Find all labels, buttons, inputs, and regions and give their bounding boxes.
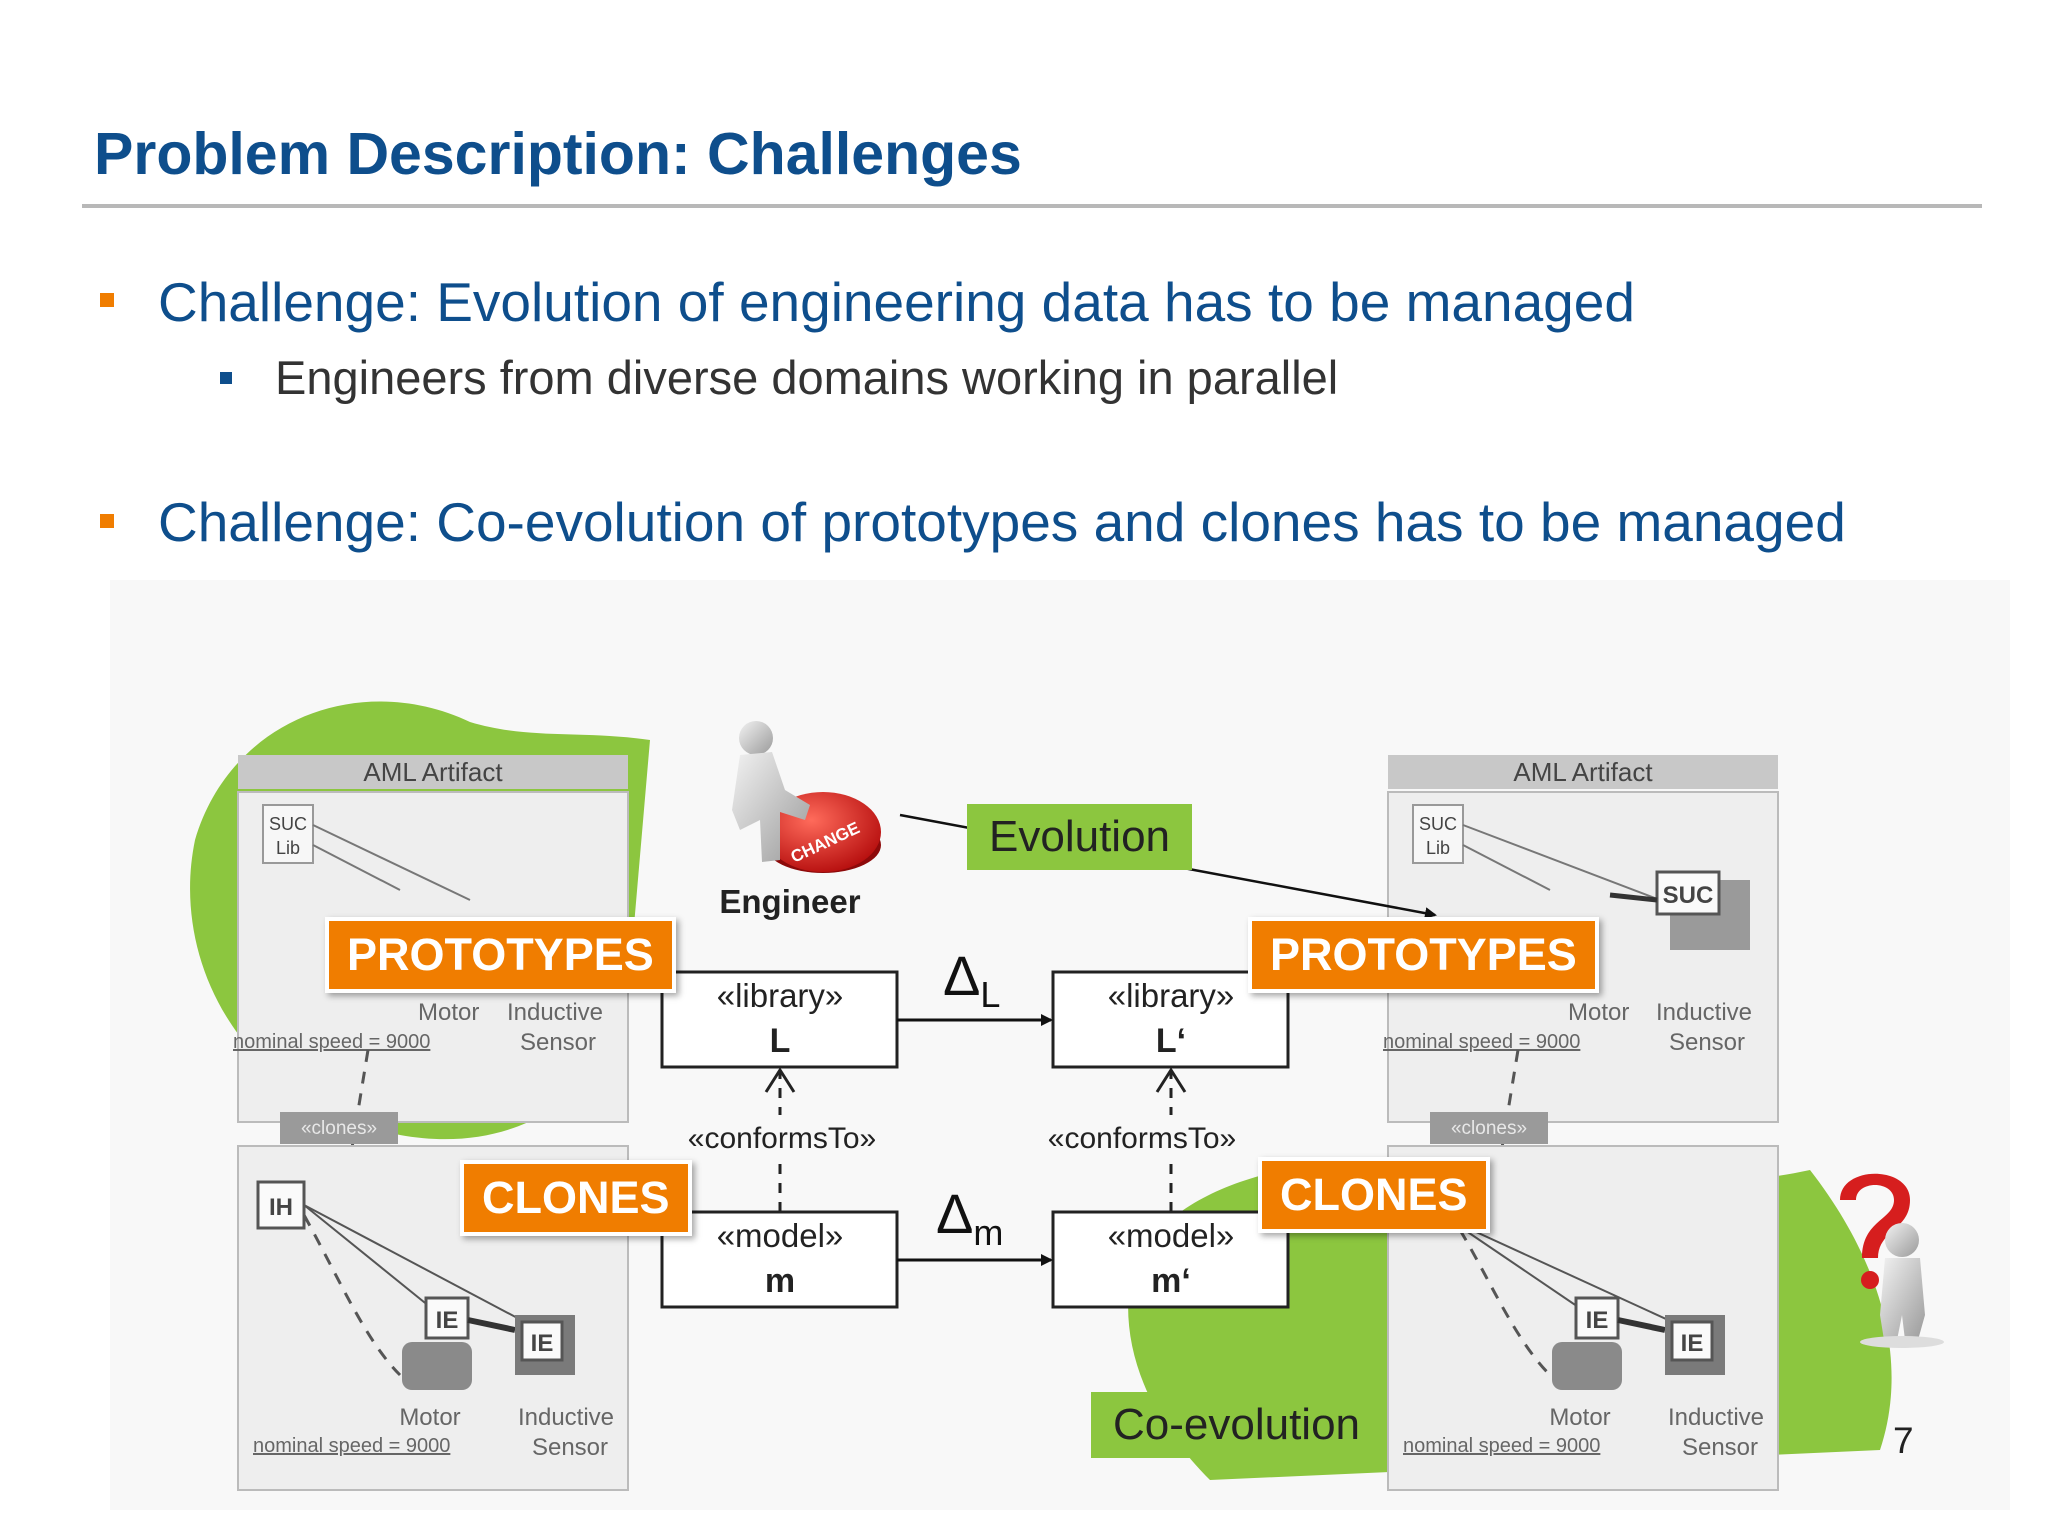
diagram-motor: Motor — [1549, 1404, 1610, 1431]
suc-box — [1655, 870, 1721, 916]
diagram-ie: IE — [1586, 1307, 1609, 1334]
diagram-model-m: m — [765, 1262, 795, 1300]
sub-bullet-engineers: Engineers from diverse domains working i… — [275, 351, 1339, 404]
artifact-header-label: AML Artifact — [363, 757, 503, 787]
diagram-model-stereotype: «model» — [1108, 1217, 1235, 1254]
inductive-label: Inductive — [507, 999, 603, 1026]
engineer-icon: CHANGE — [732, 721, 881, 873]
delta-L-label: ΔL — [943, 944, 1000, 1015]
sub-bullet-marker — [220, 372, 232, 384]
ie-box-motor — [424, 1296, 470, 1340]
conforms-to-label-left: «conformsTo» — [688, 1122, 876, 1155]
diagram-library-stereotype: «library» — [1108, 977, 1235, 1014]
diagram-ie: IE — [436, 1307, 459, 1334]
diagram-sensor: Sensor — [1682, 1434, 1758, 1461]
clones-stereotype-tag — [280, 1112, 398, 1144]
diagram-delta: Δ — [943, 944, 980, 1007]
prototypes-tag-right: PROTOTYPES — [1248, 917, 1599, 993]
delta-m-label: Δm — [936, 1182, 1003, 1253]
diagram-model-stereotype: «model» — [717, 1217, 844, 1254]
diagram-clones-stereotype: «clones» — [1451, 1118, 1527, 1139]
diagram-motor: Motor — [399, 1404, 460, 1431]
motor-label: Motor — [418, 999, 479, 1026]
bullet-challenge-evolution: Challenge: Evolution of engineering data… — [158, 271, 1635, 333]
page-number: 7 — [1893, 1420, 1914, 1461]
model-m-box — [660, 1210, 899, 1309]
diagram-ie: IE — [531, 1330, 554, 1357]
diagram-delta: Δ — [936, 1182, 973, 1245]
diagram-library-stereotype: «library» — [717, 977, 844, 1014]
evolution-label: Evolution — [967, 804, 1193, 870]
bullet-challenge-coevolution: Challenge: Co-evolution of prototypes an… — [158, 491, 1846, 553]
diagram-suc-lib-1: Lib — [1426, 838, 1450, 858]
conforms-to-label-right: «conformsTo» — [1048, 1122, 1236, 1155]
diagram-ie: IE — [1681, 1330, 1704, 1357]
diagram-motor: Motor — [1568, 999, 1629, 1026]
artifact-header-bar — [238, 755, 628, 789]
diagram-sensor: Sensor — [1669, 1029, 1745, 1056]
diagram-artifact-header: AML Artifact — [1513, 757, 1653, 787]
diagram-clones-stereotype: «clones» — [301, 1118, 377, 1139]
diagram-inductive: Inductive — [1668, 1404, 1764, 1431]
coevolution-label: Co-evolution — [1091, 1392, 1383, 1458]
diagram-suc: SUC — [1663, 882, 1714, 909]
title-divider — [82, 204, 1982, 208]
diagram-nominal-speed: nominal speed = 9000 — [1403, 1435, 1600, 1457]
diagram-model-m2: m‘ — [1151, 1262, 1191, 1300]
motor-graphic — [402, 1342, 472, 1390]
diagram-inductive: Inductive — [1656, 999, 1752, 1026]
nominal-speed-label: nominal speed = 9000 — [233, 1031, 430, 1053]
clones-tag-right: CLONES — [1258, 1157, 1490, 1233]
coevolution-diagram: AML Artifact SUC Lib Motor nominal speed… — [110, 580, 2010, 1510]
diagram-nominal-speed: nominal speed = 9000 — [253, 1435, 450, 1457]
diagram-ih: IH — [269, 1194, 293, 1221]
diagram-nominal-speed: nominal speed = 9000 — [1383, 1031, 1580, 1053]
diagram-suc-lib-0: SUC — [269, 814, 307, 834]
suc-lib-box — [262, 804, 314, 864]
question-figure-icon — [1840, 1173, 1944, 1348]
diagram-inductive: Inductive — [518, 1404, 614, 1431]
ie-box-sensor — [520, 1320, 564, 1362]
model-m-prime-box — [1051, 1210, 1290, 1309]
diagram-suc-lib-1: Lib — [276, 838, 300, 858]
diagram-delta-m-sub: m — [973, 1212, 1003, 1253]
diagram-delta-L-sub: L — [980, 974, 1000, 1015]
diagram-suc-lib-0: SUC — [1419, 814, 1457, 834]
library-L-box — [660, 970, 899, 1069]
engineer-label: Engineer — [719, 883, 860, 920]
clones-tag-left: CLONES — [460, 1160, 692, 1236]
diagram-sensor: Sensor — [532, 1434, 608, 1461]
bullet-marker — [100, 293, 114, 307]
slide-title: Problem Description: Challenges — [94, 121, 1022, 187]
sensor-label: Sensor — [520, 1029, 596, 1056]
diagram-library-L: L — [770, 1022, 791, 1060]
diagram-library-L2: L‘ — [1156, 1022, 1186, 1060]
prototypes-tag-left: PROTOTYPES — [325, 917, 676, 993]
bullet-marker — [100, 514, 114, 528]
